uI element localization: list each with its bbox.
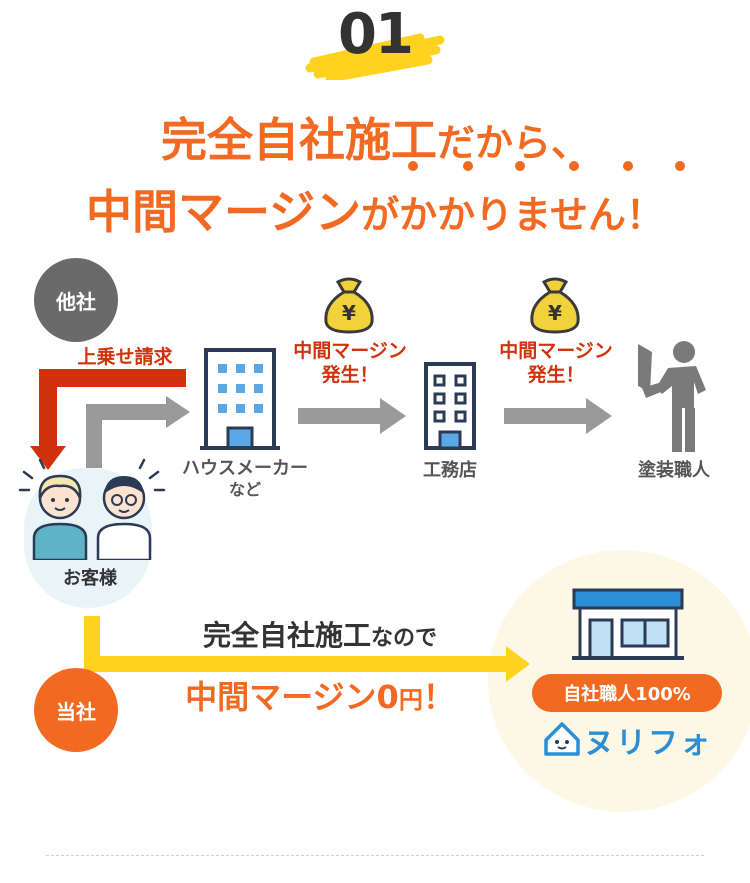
house-maker-building-icon — [200, 348, 280, 450]
painter-label: 塗装職人 — [638, 460, 710, 481]
craftsmen-badge: 自社職人100% — [532, 674, 722, 712]
svg-text:¥: ¥ — [548, 301, 562, 325]
customer-label: お客様 — [63, 568, 117, 589]
contractor-building-icon — [424, 362, 476, 450]
house-maker-label: ハウスメーカーなど — [182, 458, 308, 499]
brand-house-icon — [544, 722, 580, 756]
money-bag-icon: ¥ — [530, 277, 580, 334]
number-highlight — [305, 33, 445, 80]
shop-icon — [572, 588, 684, 660]
our-message-line-1: 完全自社施工なので — [202, 619, 438, 652]
headline-line-2: 中間マージンがかかりません！ — [86, 185, 664, 239]
divider — [46, 855, 704, 856]
section-number: 01 — [338, 2, 414, 67]
contractor-label: 工務店 — [423, 460, 477, 481]
margin-label-1: 中間マージン発生！ — [293, 340, 407, 386]
emphasis-dots — [408, 161, 685, 171]
margin-label-2: 中間マージン発生！ — [499, 340, 613, 386]
our-message-line-2: 中間マージン0円！ — [185, 678, 455, 716]
other-company-badge: 他社 — [34, 258, 118, 342]
markup-label: 上乗せ請求 — [77, 346, 173, 368]
our-company-badge: 当社 — [34, 668, 118, 752]
brand-name: ヌリフォ — [584, 726, 712, 761]
money-bag-icon: ¥ — [324, 277, 374, 334]
headline-line-1: 完全自社施工だから、 — [160, 113, 589, 167]
customer-people-icon — [18, 458, 166, 560]
svg-text:¥: ¥ — [342, 301, 356, 325]
painter-icon — [638, 341, 706, 452]
